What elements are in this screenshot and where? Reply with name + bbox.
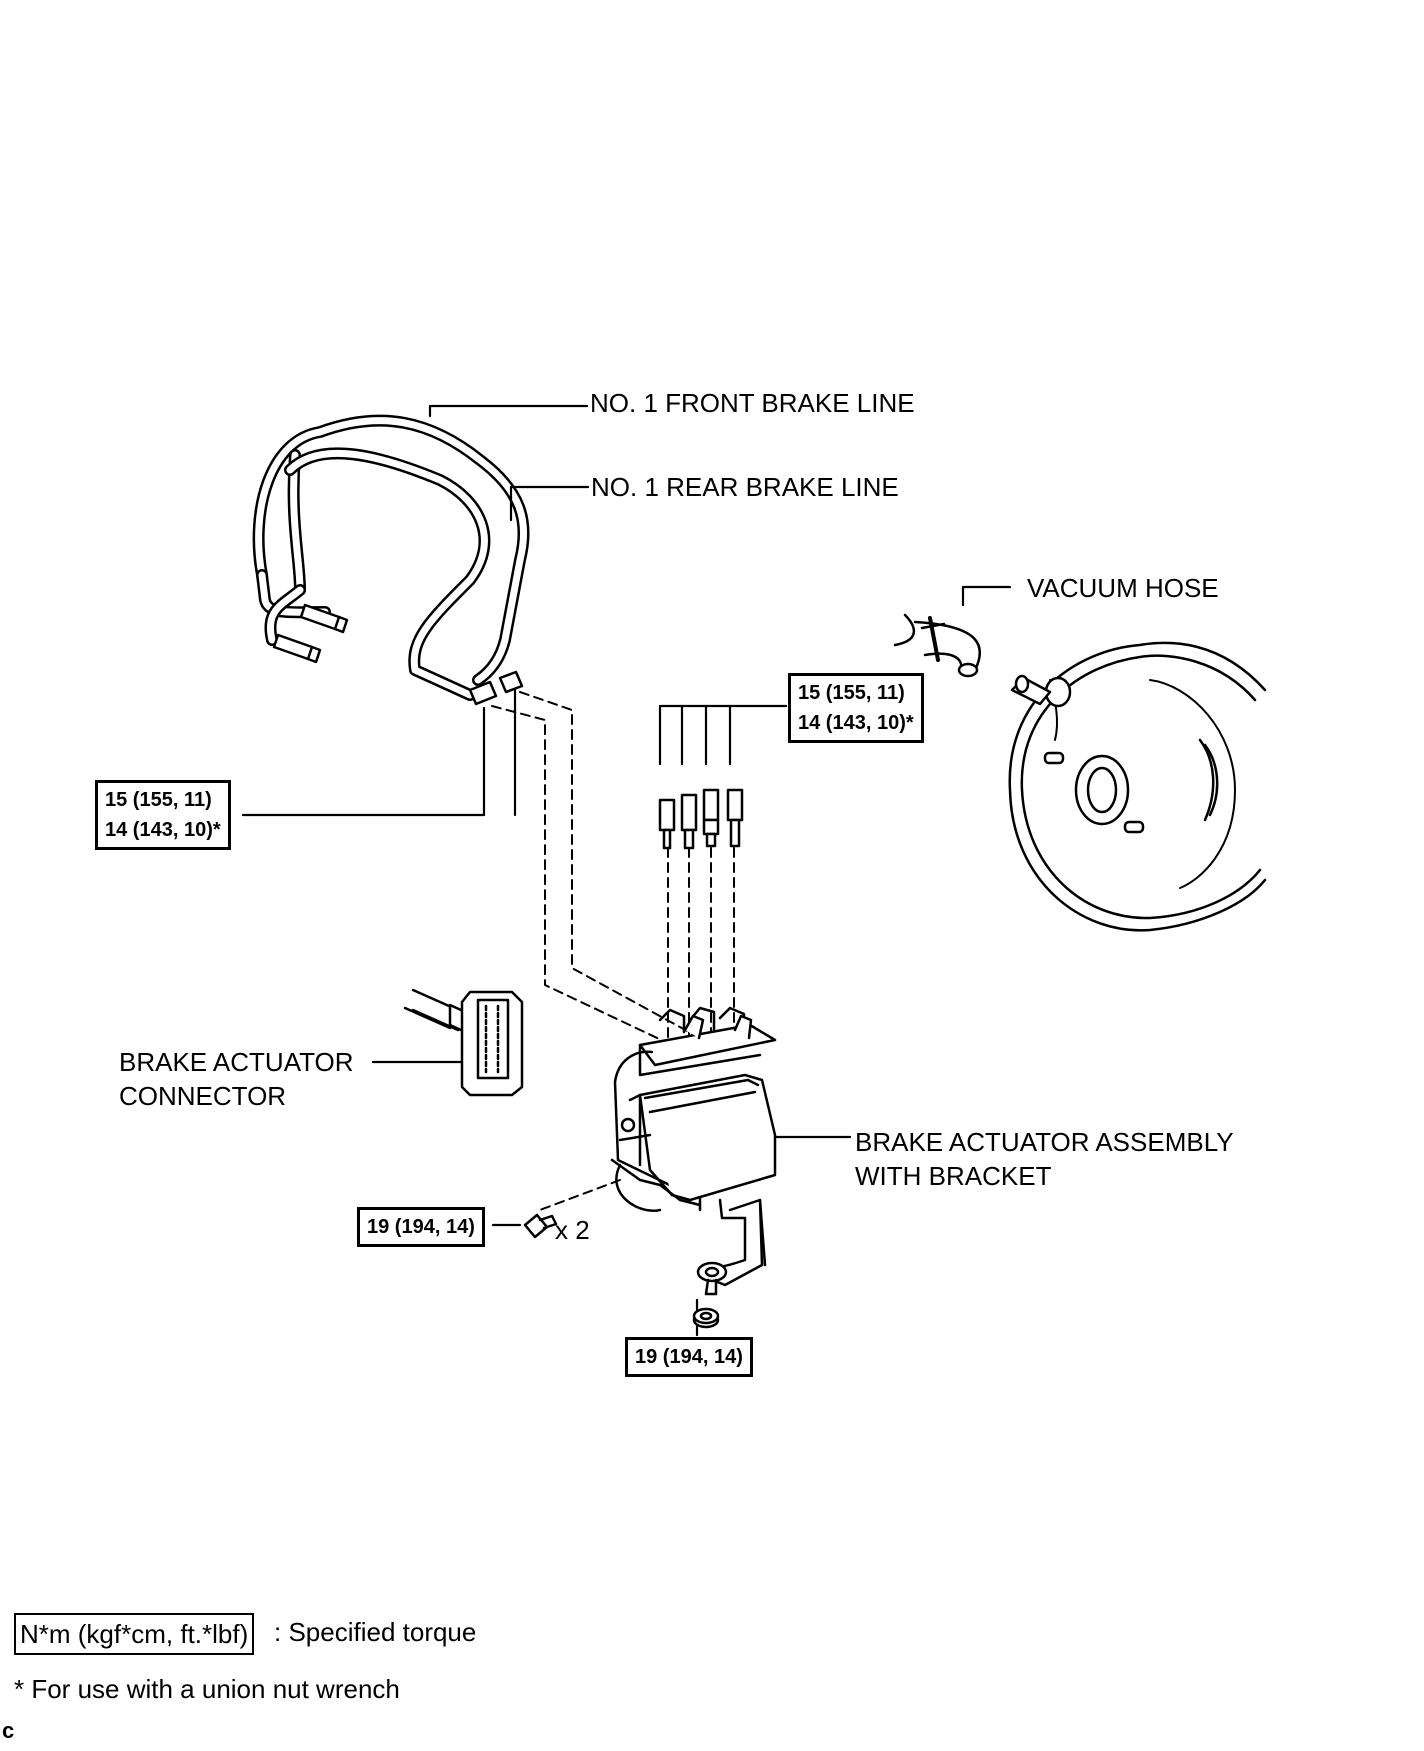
rear-brake-line-label: NO. 1 REAR BRAKE LINE bbox=[591, 472, 899, 502]
torque-value-union-wrench: 14 (143, 10)* bbox=[105, 819, 221, 841]
torque-box-nut: 19 (194, 14) bbox=[625, 1337, 753, 1377]
legend-unit-description: : Specified torque bbox=[274, 1617, 477, 1647]
brake-actuator-assembly-label: BRAKE ACTUATOR ASSEMBLY WITH BRACKET bbox=[855, 1125, 1234, 1193]
torque-box-actuator-lines: 15 (155, 11) 14 (143, 10)* bbox=[788, 673, 924, 743]
rear-line-fittings bbox=[468, 670, 524, 706]
torque-value-union-wrench: 14 (143, 10)* bbox=[798, 712, 914, 734]
bolt-quantity-label: x 2 bbox=[555, 1215, 590, 1245]
dashed-routes bbox=[491, 691, 735, 1211]
connector-label-line-2: CONNECTOR bbox=[119, 1081, 287, 1111]
legend-footnote: * For use with a union nut wrench bbox=[14, 1674, 400, 1704]
torque-value-standard: 15 (155, 11) bbox=[798, 682, 905, 704]
mounting-bolt bbox=[523, 1213, 558, 1239]
actuator-label-line-2: WITH BRACKET bbox=[855, 1161, 1052, 1191]
leader-lines bbox=[241, 404, 1012, 1337]
vacuum-hose-label: VACUUM HOSE bbox=[1027, 573, 1219, 603]
brake-actuator-connector-label: BRAKE ACTUATOR CONNECTOR bbox=[119, 1045, 354, 1113]
corner-mark: c bbox=[2, 1718, 15, 1743]
front-brake-line-pipe bbox=[252, 414, 530, 686]
torque-value-standard: 15 (155, 11) bbox=[105, 789, 212, 811]
front-brake-line-label: NO. 1 FRONT BRAKE LINE bbox=[590, 388, 915, 418]
actuator-assembly-part bbox=[610, 1006, 777, 1296]
actuator-label-line-1: BRAKE ACTUATOR ASSEMBLY bbox=[855, 1127, 1234, 1157]
legend-unit-box: N*m (kgf*cm, ft.*lbf) bbox=[14, 1613, 255, 1655]
front-line-fittings bbox=[272, 603, 349, 664]
union-nuts bbox=[658, 788, 744, 850]
torque-value-nut: 19 (194, 14) bbox=[635, 1346, 743, 1368]
vacuum-hose-part bbox=[893, 613, 981, 678]
torque-box-brake-lines: 15 (155, 11) 14 (143, 10)* bbox=[95, 780, 231, 850]
torque-value-bolt: 19 (194, 14) bbox=[367, 1216, 475, 1238]
connector-label-line-1: BRAKE ACTUATOR bbox=[119, 1047, 354, 1077]
brake-booster bbox=[1008, 641, 1267, 932]
bracket-nut bbox=[692, 1307, 720, 1329]
rear-brake-line-pipe bbox=[264, 447, 491, 701]
torque-box-bolt: 19 (194, 14) bbox=[357, 1207, 485, 1247]
actuator-connector-part bbox=[403, 988, 524, 1097]
